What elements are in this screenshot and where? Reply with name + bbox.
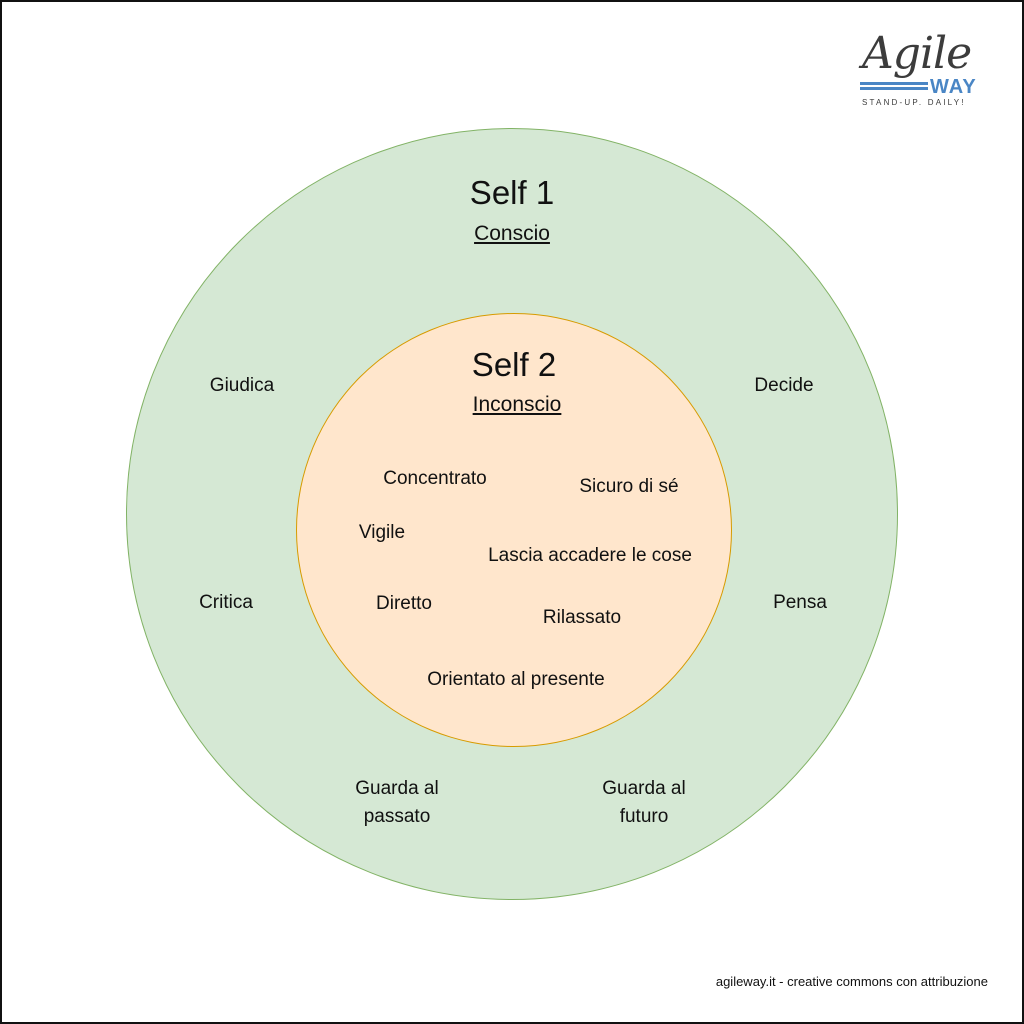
guarda-futuro-line-2: futuro: [619, 806, 669, 827]
logo-stripes: [860, 82, 928, 96]
inner-item-lascia-accadere: Lascia accadere le cose: [488, 545, 692, 566]
inner-item-orientato-presente: Orientato al presente: [427, 669, 605, 690]
outer-item-giudica: Giudica: [209, 375, 275, 396]
self-2-subtitle: Inconscio: [472, 393, 562, 416]
outer-item-guarda-futuro: Guarda al futuro: [602, 775, 685, 831]
agile-way-logo: Agile WAY STAND-UP. DAILY!: [858, 28, 982, 108]
guarda-passato-line-2: passato: [363, 806, 431, 827]
logo-script-text: Agile: [862, 28, 972, 79]
inner-item-vigile: Vigile: [358, 522, 406, 543]
guarda-passato-line-1: Guarda al: [355, 778, 439, 799]
footer-attribution: agileway.it - creative commons con attri…: [715, 974, 988, 989]
self-1-title: Self 1: [469, 174, 555, 211]
inner-item-sicuro-di-se: Sicuro di sé: [579, 476, 679, 497]
outer-item-guarda-passato: Guarda al passato: [355, 775, 438, 831]
inner-item-rilassato: Rilassato: [542, 607, 622, 628]
self-2-circle: [296, 313, 732, 747]
outer-item-pensa: Pensa: [773, 592, 827, 613]
outer-item-decide: Decide: [754, 375, 814, 396]
self-2-title: Self 2: [471, 346, 557, 383]
self-1-subtitle: Conscio: [474, 222, 550, 245]
logo-way-text: WAY: [930, 76, 977, 98]
logo-tagline: STAND-UP. DAILY!: [862, 98, 966, 107]
inner-item-diretto: Diretto: [376, 593, 432, 614]
outer-item-critica: Critica: [199, 592, 253, 613]
guarda-futuro-line-1: Guarda al: [602, 778, 686, 799]
inner-item-concentrato: Concentrato: [383, 468, 487, 489]
